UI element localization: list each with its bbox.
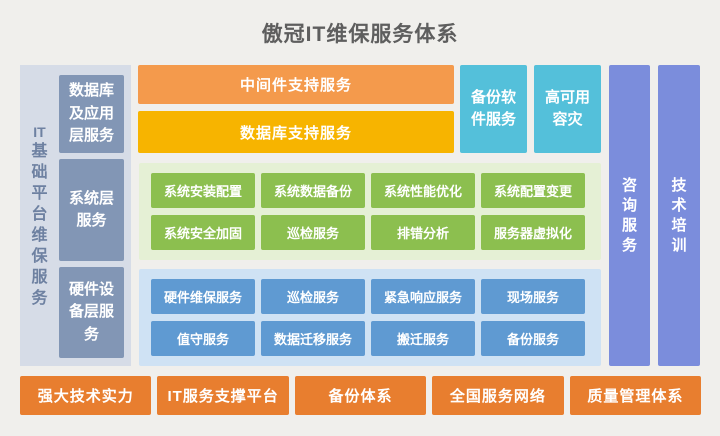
foundation-box-tech-strength: 强大技术实力	[20, 376, 152, 415]
training-char: 技	[671, 177, 687, 194]
hardware-service-cell: 巡检服务	[261, 279, 365, 314]
vertical-title-char: 服	[31, 268, 48, 286]
consulting-char: 咨	[621, 177, 637, 194]
hardware-service-cell: 数据迁移服务	[261, 321, 365, 356]
hardware-service-cell: 现场服务	[481, 279, 585, 314]
vertical-title-char: 台	[31, 205, 48, 223]
consulting-service-bar: 咨 询 服 务	[609, 65, 650, 366]
middleware-support-bar: 中间件支持服务	[138, 65, 454, 104]
layer-box-label: 数据库及应用层服务	[68, 82, 114, 145]
consulting-char: 服	[621, 217, 637, 234]
database-support-bar: 数据库支持服务	[138, 111, 454, 153]
high-availability-label: 高可用容灾	[544, 89, 590, 128]
system-service-cell: 排错分析	[371, 215, 475, 250]
layer-box-system: 系统层服务	[59, 159, 124, 261]
it-platform-vertical-title: IT 基 础 平 台 维 保 服 务	[20, 65, 59, 366]
vertical-title-char: 平	[31, 184, 48, 202]
layer-box-label: 系统层服务	[68, 189, 114, 230]
foundation-box-backup-system: 备份体系	[294, 376, 427, 415]
foundation-box-quality-management: 质量管理体系	[569, 376, 702, 415]
backup-software-box: 备份软件服务	[460, 65, 527, 153]
training-char: 训	[671, 237, 687, 254]
layer-box-database-application: 数据库及应用层服务	[59, 75, 124, 153]
consulting-char: 询	[621, 197, 637, 214]
hardware-services-group: 硬件维保服务 巡检服务 紧急响应服务 现场服务 值守服务 数据迁移服务 搬迁服务…	[139, 269, 601, 366]
system-service-cell: 系统安全加固	[151, 215, 255, 250]
system-service-cell: 服务器虚拟化	[481, 215, 585, 250]
system-service-cell: 系统安装配置	[151, 173, 255, 208]
hardware-service-cell: 紧急响应服务	[371, 279, 475, 314]
system-service-cell: 系统配置变更	[481, 173, 585, 208]
page-title: 傲冠IT维保服务体系	[261, 23, 459, 46]
hardware-service-cell: 值守服务	[151, 321, 255, 356]
technical-training-bar: 技 术 培 训	[658, 65, 700, 366]
vertical-title-char: 保	[31, 247, 48, 265]
hardware-service-cell: 备份服务	[481, 321, 585, 356]
system-services-group: 系统安装配置 系统数据备份 系统性能优化 系统配置变更 系统安全加固 巡检服务 …	[139, 163, 601, 260]
it-platform-panel: IT 基 础 平 台 维 保 服 务 数据库及应用层服务 系统层服务 硬件设备层…	[20, 65, 131, 366]
system-service-cell: 巡检服务	[261, 215, 365, 250]
hardware-service-cell: 搬迁服务	[371, 321, 475, 356]
foundation-row: 强大技术实力 IT服务支撑平台 备份体系 全国服务网络 质量管理体系	[20, 376, 702, 415]
layer-box-label: 硬件设备层服务	[68, 280, 114, 343]
foundation-box-it-platform: IT服务支撑平台	[157, 376, 289, 415]
hardware-service-cell: 硬件维保服务	[151, 279, 255, 314]
vertical-title-char: 基	[31, 142, 48, 160]
backup-software-label: 备份软件服务	[470, 89, 516, 128]
training-char: 培	[671, 217, 687, 234]
layer-box-hardware: 硬件设备层服务	[59, 267, 124, 358]
consulting-char: 务	[621, 237, 637, 254]
vertical-title-char: 务	[31, 289, 48, 307]
system-service-cell: 系统性能优化	[371, 173, 475, 208]
vertical-title-char: 础	[31, 163, 48, 181]
system-service-cell: 系统数据备份	[261, 173, 365, 208]
training-char: 术	[671, 197, 687, 214]
vertical-title-char: IT	[33, 123, 46, 140]
vertical-title-char: 维	[31, 226, 48, 244]
high-availability-box: 高可用容灾	[534, 65, 601, 153]
layer-column: 数据库及应用层服务 系统层服务 硬件设备层服务	[59, 75, 124, 358]
foundation-box-national-network: 全国服务网络	[432, 376, 564, 415]
